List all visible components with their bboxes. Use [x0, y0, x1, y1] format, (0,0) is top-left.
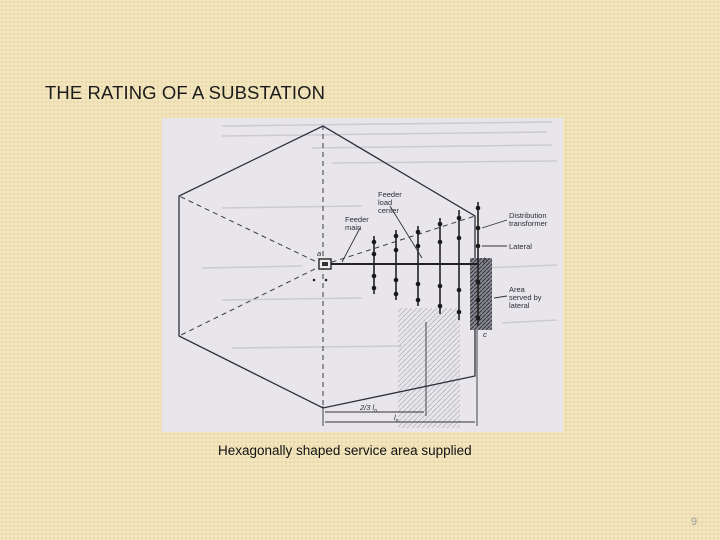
point-c-label: c — [483, 330, 487, 339]
terminal-markers — [312, 278, 328, 282]
lateral-area-shading — [470, 258, 492, 330]
figure-labels: Feeder load center Feeder main Distribut… — [317, 190, 549, 424]
lateral-label: Lateral — [509, 242, 532, 251]
dimension-lines — [322, 322, 478, 426]
hexagonal-service-area-figure: Feeder load center Feeder main Distribut… — [162, 118, 563, 432]
feeder-main-label: Feeder main — [345, 215, 371, 232]
substation-core — [322, 262, 328, 266]
feeder-load-center-label: Feeder load center — [378, 190, 404, 215]
radial-dashed-lines — [178, 126, 476, 408]
two-thirds-length-label: 2/3 ln — [359, 403, 377, 414]
distribution-transformer-label: Distribution transformer — [509, 211, 549, 228]
point-a-label: a — [317, 249, 321, 258]
distribution-transformers — [371, 205, 481, 321]
leader-lines — [341, 205, 508, 299]
served-area-shading — [398, 308, 460, 428]
laterals — [373, 202, 479, 326]
full-length-label: ln — [394, 413, 399, 424]
page-number: 9 — [691, 516, 698, 528]
point-b-label: b — [483, 256, 487, 265]
slide-title: THE RATING OF A SUBSTATION — [45, 82, 326, 103]
hexagon-diagram: Feeder load center Feeder main Distribut… — [178, 121, 558, 428]
area-served-label: Area served by lateral — [509, 285, 544, 310]
bleed-through-texture — [201, 121, 558, 349]
figure-caption: Hexagonally shaped service area supplied — [218, 443, 472, 458]
